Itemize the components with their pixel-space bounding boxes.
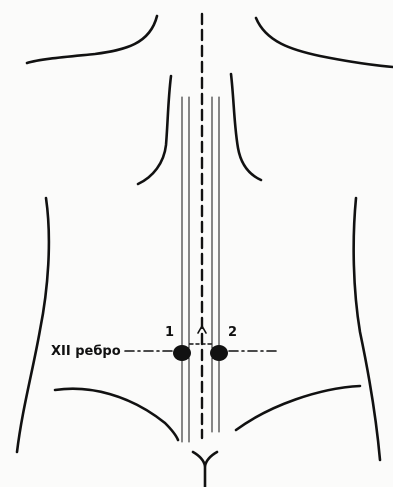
point-marker-2 xyxy=(210,345,228,361)
point-marker-1 xyxy=(173,345,191,361)
sacrum-line xyxy=(193,452,217,466)
rib-label: XII ребро xyxy=(51,344,121,359)
left-iliac-crest xyxy=(55,389,178,440)
left-torso-line xyxy=(17,198,49,452)
right-shoulder-line xyxy=(256,18,393,67)
right-iliac-crest xyxy=(236,386,360,430)
left-shoulder-line xyxy=(27,16,157,63)
left-scapula-line xyxy=(138,76,171,184)
right-scapula-line xyxy=(231,74,261,180)
point-label-1: 1 xyxy=(165,325,174,340)
point-label-2: 2 xyxy=(228,325,237,340)
spine-process-mark xyxy=(198,326,206,333)
right-torso-line xyxy=(354,198,380,460)
